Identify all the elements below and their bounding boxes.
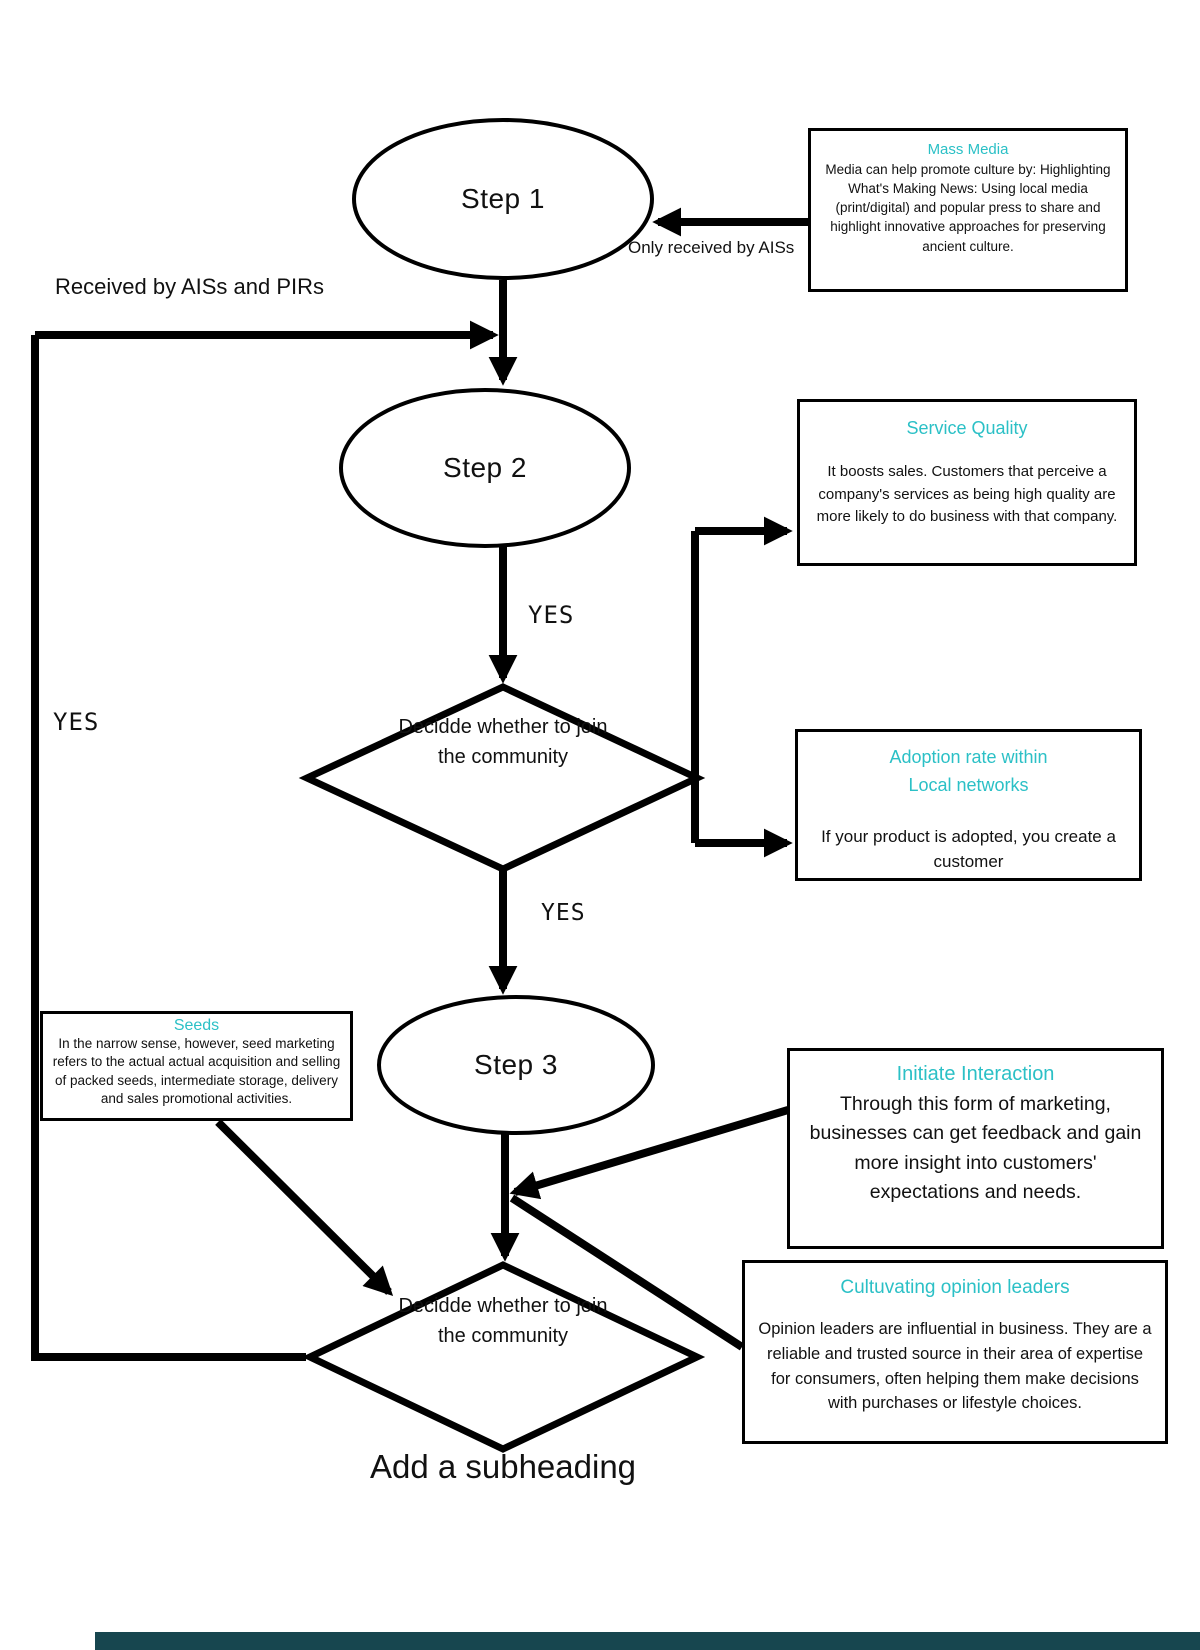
label-yes-step2: YES [528,601,575,629]
decision1-diamond [298,683,706,873]
info-box-mass-media: Mass Media Media can help promote cultur… [808,128,1128,292]
opinion-leaders-body: Opinion leaders are influential in busin… [758,1320,1152,1413]
arrow-seeds-to-decision2 [215,1119,394,1297]
line-left-loop [31,335,306,1361]
mass-media-body: Media can help promote culture by: Highl… [825,162,1111,254]
label-yes-step3: YES [541,900,586,926]
info-box-initiate-interaction: Initiate Interaction Through this form o… [787,1048,1164,1249]
decision2-label: Decidde whether to join the community [398,1295,608,1347]
initiate-interaction-body: Through this form of marketing, business… [809,1093,1142,1203]
info-box-seeds: Seeds In the narrow sense, however, seed… [40,1011,353,1121]
step3-label: Step 3 [474,1049,558,1080]
seeds-title: Seeds [173,1017,220,1034]
step2-label: Step 2 [443,452,527,483]
initiate-interaction-title: Initiate Interaction [896,1063,1055,1085]
label-received-by-aiss-pirs: Received by AISs and PIRs [55,274,325,299]
seeds-body: In the narrow sense, however, seed marke… [52,1036,341,1107]
label-only-received-by-aiss: Only received by AISs [628,238,795,257]
mass-media-title: Mass Media [927,141,1009,158]
decision2-diamond [301,1261,706,1453]
decision1-label: Decidde whether to join the community [398,716,608,768]
service-quality-title: Service Quality [906,418,1028,438]
adoption-rate-title: Adoption rate within Local networks [889,747,1048,795]
opinion-leaders-title: Cultuvating opinion leaders [840,1277,1070,1298]
step1-ellipse [352,118,654,280]
label-yes-left: YES [53,708,100,736]
subheading-text: Add a subheading [369,1448,637,1485]
info-box-adoption-rate: Adoption rate within Local networks If y… [795,729,1142,881]
step2-ellipse [339,388,631,548]
step3-ellipse [377,995,655,1135]
arrow-initiate-to-flow [509,1106,790,1200]
info-box-opinion-leaders: Cultuvating opinion leaders Opinion lead… [742,1260,1168,1444]
line-opinion-to-flow [509,1194,745,1351]
step1-label: Step 1 [461,183,545,214]
info-box-service-quality: Service Quality It boosts sales. Custome… [797,399,1137,566]
service-quality-body: It boosts sales. Customers that perceive… [816,463,1118,525]
footer-bar [95,1632,1200,1650]
adoption-rate-body: If your product is adopted, you create a… [821,826,1116,872]
